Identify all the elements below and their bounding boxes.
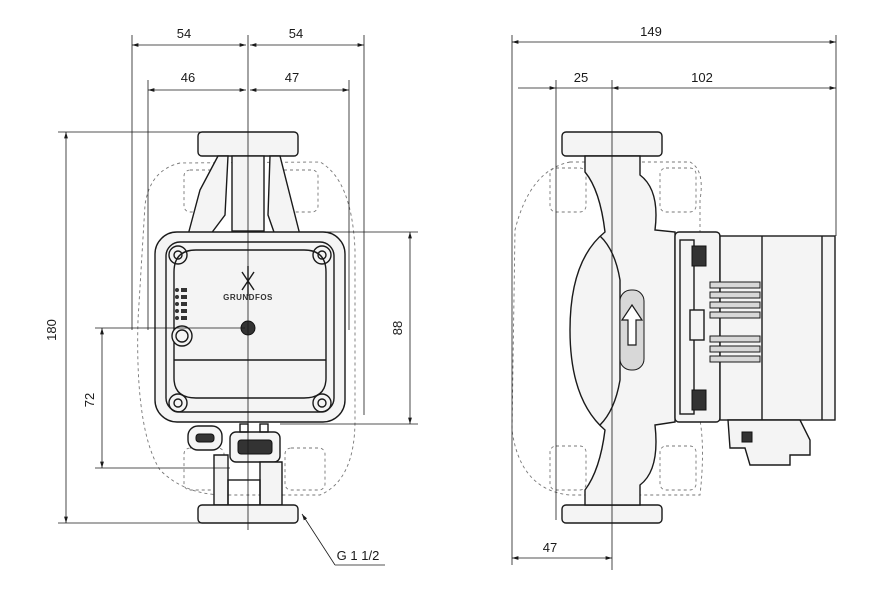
front-view: GRUNDFOS 54 54 (44, 26, 418, 566)
front-bottom-neck-center (227, 479, 261, 506)
screw-tr-inner (317, 250, 327, 260)
side-dashed-box-bl (549, 445, 587, 491)
control-button-icon (171, 325, 193, 347)
screw-bl-inner (173, 398, 183, 408)
side-cooling-fins (709, 281, 761, 363)
dim-front-top-right: 54 (289, 26, 303, 41)
dim-side-total-width: 149 (640, 24, 662, 39)
side-connector-plug (741, 431, 753, 443)
dim-front-height-box: 88 (390, 321, 405, 335)
front-dashed-box-br (284, 447, 326, 491)
side-clip-top (691, 245, 707, 267)
dim-side-motor-length: 102 (691, 70, 713, 85)
side-connector (727, 419, 811, 466)
flow-direction-arrow-icon (620, 303, 644, 346)
dim-side-flange-offset: 25 (574, 70, 588, 85)
dim-side-bottom-offset: 47 (543, 540, 557, 555)
dim-front-inner-right: 47 (285, 70, 299, 85)
screw-br-inner (317, 398, 327, 408)
screw-tl-outer (168, 245, 188, 265)
side-clip-mid (689, 309, 705, 341)
dim-front-top-left: 54 (177, 26, 191, 41)
screw-tl-inner (173, 250, 183, 260)
dim-front-inner-left: 46 (181, 70, 195, 85)
control-button-inner (175, 329, 189, 343)
screw-bl-outer (168, 393, 188, 413)
front-connector-right-tabs2 (259, 423, 269, 433)
front-connector-right-inner (237, 439, 273, 455)
screw-br-outer (312, 393, 332, 413)
dim-front-height-axis: 72 (82, 393, 97, 407)
front-housing-inner (165, 241, 335, 413)
dim-thread-label: G 1 1/2 (337, 548, 380, 563)
indicator-leds-icon (175, 288, 187, 320)
front-connector-right-tabs (239, 423, 249, 433)
side-motor (719, 235, 836, 421)
side-clip-bottom (691, 389, 707, 411)
side-dashed-box-tl (549, 167, 587, 213)
front-insulation-outline (137, 161, 356, 496)
dim-front-height-total: 180 (44, 319, 59, 341)
side-dashed-box-tr (659, 167, 697, 213)
front-connector-left-inner (195, 433, 215, 443)
screw-tr-outer (312, 245, 332, 265)
side-view: 149 25 102 47 (511, 24, 837, 570)
side-dashed-box-br (659, 445, 697, 491)
side-insulation-outline (511, 161, 703, 496)
